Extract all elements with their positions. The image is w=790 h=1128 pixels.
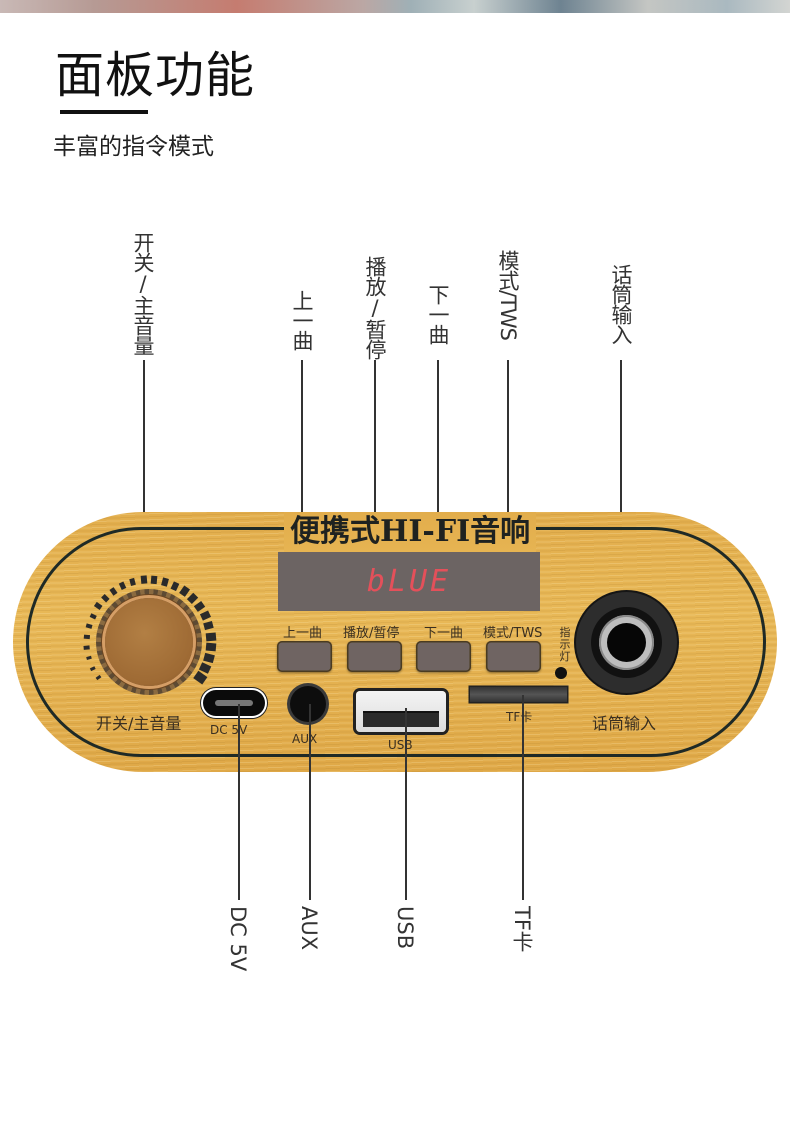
callout-play-pause: 播放/暂停 [363,256,387,359]
volume-level-tick [84,634,91,639]
knob-label: 开关/主音量 [96,714,182,733]
mic-jack-inner [591,607,662,678]
dc-port-label: DC 5V [210,723,248,737]
callout-power-volume: 开关/主音量 [131,232,155,355]
volume-level-tick [89,665,96,671]
usb-port [356,691,446,732]
leader-line-mic-input [620,360,622,642]
led-display: bLUE [278,552,540,611]
leader-line-dc [238,704,240,900]
callout-prev-track: 上一曲 [290,290,314,350]
leader-line-tf [522,695,524,900]
aux-jack [290,686,326,722]
aux-port-label: AUX [292,732,318,746]
volume-level-tick [151,576,158,585]
leader-line-next-track [437,360,439,660]
volume-level-tick [161,577,170,587]
page-title: 面板功能 [55,47,256,104]
volume-level-tick [129,577,137,587]
volume-level-tick [85,623,93,629]
dc-5v-port [203,690,265,716]
tf-port-label: TF卡 [506,710,533,724]
mic-input-label: 话筒输入 [592,714,657,733]
title-underline [60,110,148,114]
callout-dc-5v: DC 5V [226,906,250,972]
volume-level-tick [118,581,127,591]
button-label-mode: 模式/TWS [483,626,543,641]
volume-level-tick [205,632,216,641]
volume-level-tick [101,594,110,603]
volume-level-tick [194,601,206,612]
display-text: bLUE [366,564,452,599]
leader-line-power-volume [143,360,145,652]
volume-level-tick [86,655,93,661]
callout-next-track: 下一曲 [426,284,450,344]
mic-jack-hole [607,623,646,662]
callout-usb: USB [393,906,417,950]
leader-line-aux [309,704,311,900]
button-label-play-pause: 播放/暂停 [343,626,400,641]
page-subtitle: 丰富的指令模式 [53,134,214,160]
callout-mic-input: 话筒输入 [609,264,633,344]
callout-tf-card: TF卡 [510,906,534,952]
next-track-button[interactable] [416,641,471,672]
prev-track-button[interactable] [277,641,332,672]
volume-level-tick [170,580,180,591]
usb-tongue [363,711,439,727]
button-label-prev: 上一曲 [283,626,323,641]
volume-level-tick [89,612,97,620]
usb-port-label: USB [388,738,413,752]
volume-level-tick [187,592,199,604]
volume-level-tick [95,674,102,681]
leader-line-prev-track [301,360,303,660]
volume-level-tick [199,610,211,621]
button-label-next: 下一曲 [424,626,464,641]
mode-tws-button[interactable] [486,641,541,672]
indicator-light [555,667,567,679]
leader-line-usb [405,708,407,900]
volume-level-tick [179,585,190,597]
volume-level-tick [94,602,103,611]
volume-level-tick [140,576,147,585]
callout-aux: AUX [297,906,321,951]
leader-line-mode-tws [507,360,509,660]
indicator-label: 指示灯 [559,626,571,663]
leader-line-play-pause [374,360,376,660]
volume-level-tick [84,645,91,650]
top-photo-strip [0,0,790,13]
volume-level-tick [205,643,216,652]
volume-knob-assembly [84,576,216,707]
dc-port-contact [215,700,253,706]
volume-level-tick [202,652,215,664]
play-pause-button[interactable] [347,641,402,672]
brand-label: 便携式HI-FI音响 [284,512,537,552]
volume-level-tick [203,621,215,631]
volume-level-tick [109,586,118,596]
power-volume-knob[interactable] [105,598,193,686]
mic-jack-ring [599,615,654,670]
callout-mode-tws: 模式/TWS [496,250,520,340]
volume-level-tick [193,671,207,685]
tf-card-slot [470,687,567,702]
mic-input-jack [576,592,677,693]
